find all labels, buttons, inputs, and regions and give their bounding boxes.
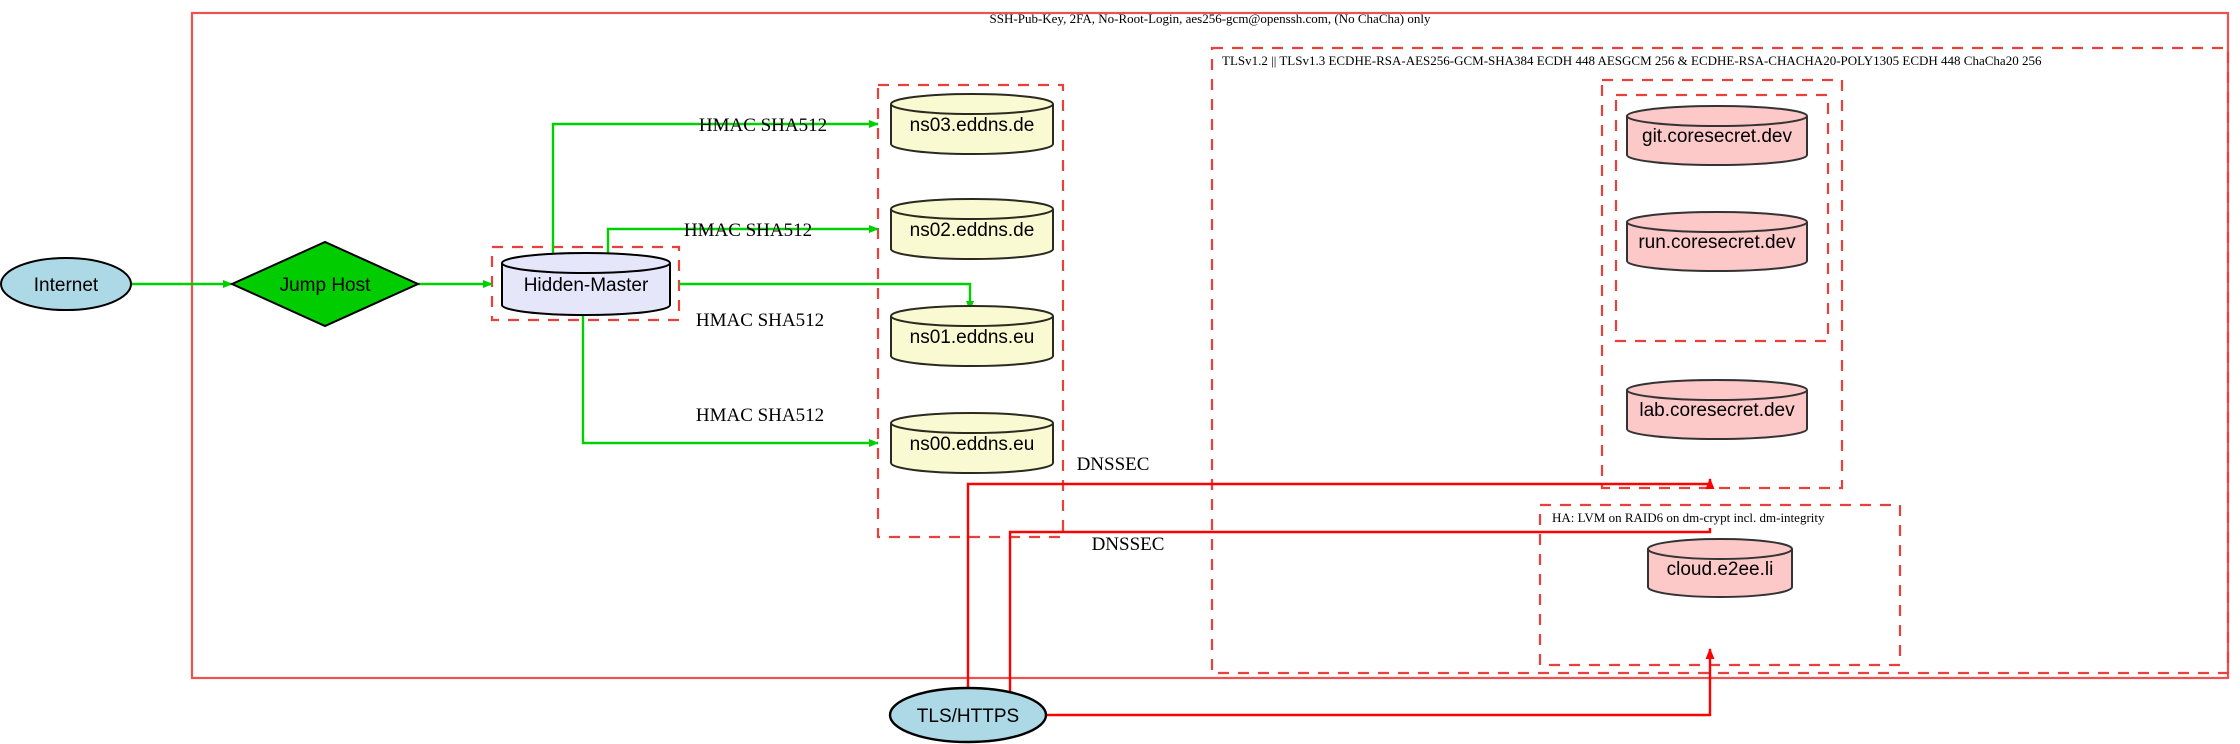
edge-label-hmac-ns01: HMAC SHA512: [696, 310, 824, 331]
node-label-run: run.coresecret.dev: [1638, 232, 1796, 253]
edge-label-hmac-ns00: HMAC SHA512: [696, 405, 824, 426]
node-label-jumphost: Jump Host: [280, 275, 372, 296]
node-lab-coresecret[interactable]: lab.coresecret.dev: [1626, 379, 1808, 440]
node-jumphost[interactable]: Jump Host: [229, 240, 421, 328]
node-label-ns01: ns01.eddns.eu: [910, 327, 1035, 348]
node-ns03[interactable]: ns03.eddns.de: [890, 93, 1054, 155]
edge-hiddenmaster-to-ns02: [606, 225, 879, 253]
cluster-git-run: [1614, 93, 1830, 343]
node-internet[interactable]: Internet: [0, 257, 132, 311]
edge-dnssec-lower: [1008, 528, 1712, 700]
cluster-coresecret: [1600, 78, 1844, 490]
edge-hiddenmaster-to-ns00: [581, 306, 879, 447]
cluster-outer-ssh: SSH-Pub-Key, 2FA, No-Root-Login, aes256-…: [190, 11, 2230, 680]
cluster-label-ha: HA: LVM on RAID6 on dm-crypt incl. dm-in…: [1552, 510, 1825, 525]
node-label-hiddenmaster: Hidden-Master: [524, 275, 649, 296]
node-label-ns03: ns03.eddns.de: [910, 115, 1035, 136]
node-label-tlshttps: TLS/HTTPS: [917, 706, 1019, 727]
edge-hiddenmaster-to-ns03: [551, 120, 879, 262]
node-ns01[interactable]: ns01.eddns.eu: [890, 305, 1054, 367]
edge-label-dnssec-upper: DNSSEC: [1077, 454, 1150, 475]
node-label-ns02: ns02.eddns.de: [910, 220, 1035, 241]
edge-label-dnssec-lower: DNSSEC: [1092, 534, 1165, 555]
edge-dnssec-upper: [966, 478, 1715, 700]
cluster-tls: TLSv1.2 || TLSv1.3 ECDHE-RSA-AES256-GCM-…: [1210, 46, 2230, 675]
node-label-cloud: cloud.e2ee.li: [1667, 559, 1774, 580]
node-git-coresecret[interactable]: git.coresecret.dev: [1626, 105, 1808, 166]
node-label-ns00: ns00.eddns.eu: [910, 434, 1035, 455]
edge-label-hmac-ns02: HMAC SHA512: [684, 220, 812, 241]
node-ns00[interactable]: ns00.eddns.eu: [890, 412, 1054, 474]
cluster-ha: HA: LVM on RAID6 on dm-crypt incl. dm-in…: [1538, 503, 1902, 667]
node-label-git: git.coresecret.dev: [1642, 126, 1792, 147]
edge-tlshttps-to-ha: [1046, 648, 1715, 717]
edge-hiddenmaster-to-ns01: [679, 282, 974, 311]
cluster-label-tls: TLSv1.2 || TLSv1.3 ECDHE-RSA-AES256-GCM-…: [1222, 53, 2042, 68]
node-label-lab: lab.coresecret.dev: [1639, 400, 1795, 421]
node-run-coresecret[interactable]: run.coresecret.dev: [1626, 211, 1808, 272]
node-label-internet: Internet: [34, 275, 99, 296]
cluster-dns: [876, 83, 1065, 539]
node-cloud-e2ee[interactable]: cloud.e2ee.li: [1647, 538, 1793, 598]
edge-label-hmac-ns03: HMAC SHA512: [699, 115, 827, 136]
cluster-label-ssh: SSH-Pub-Key, 2FA, No-Root-Login, aes256-…: [990, 11, 1431, 26]
node-ns02[interactable]: ns02.eddns.de: [890, 198, 1054, 260]
node-hiddenmaster[interactable]: Hidden-Master: [501, 252, 671, 316]
node-tlshttps[interactable]: TLS/HTTPS: [888, 686, 1048, 744]
